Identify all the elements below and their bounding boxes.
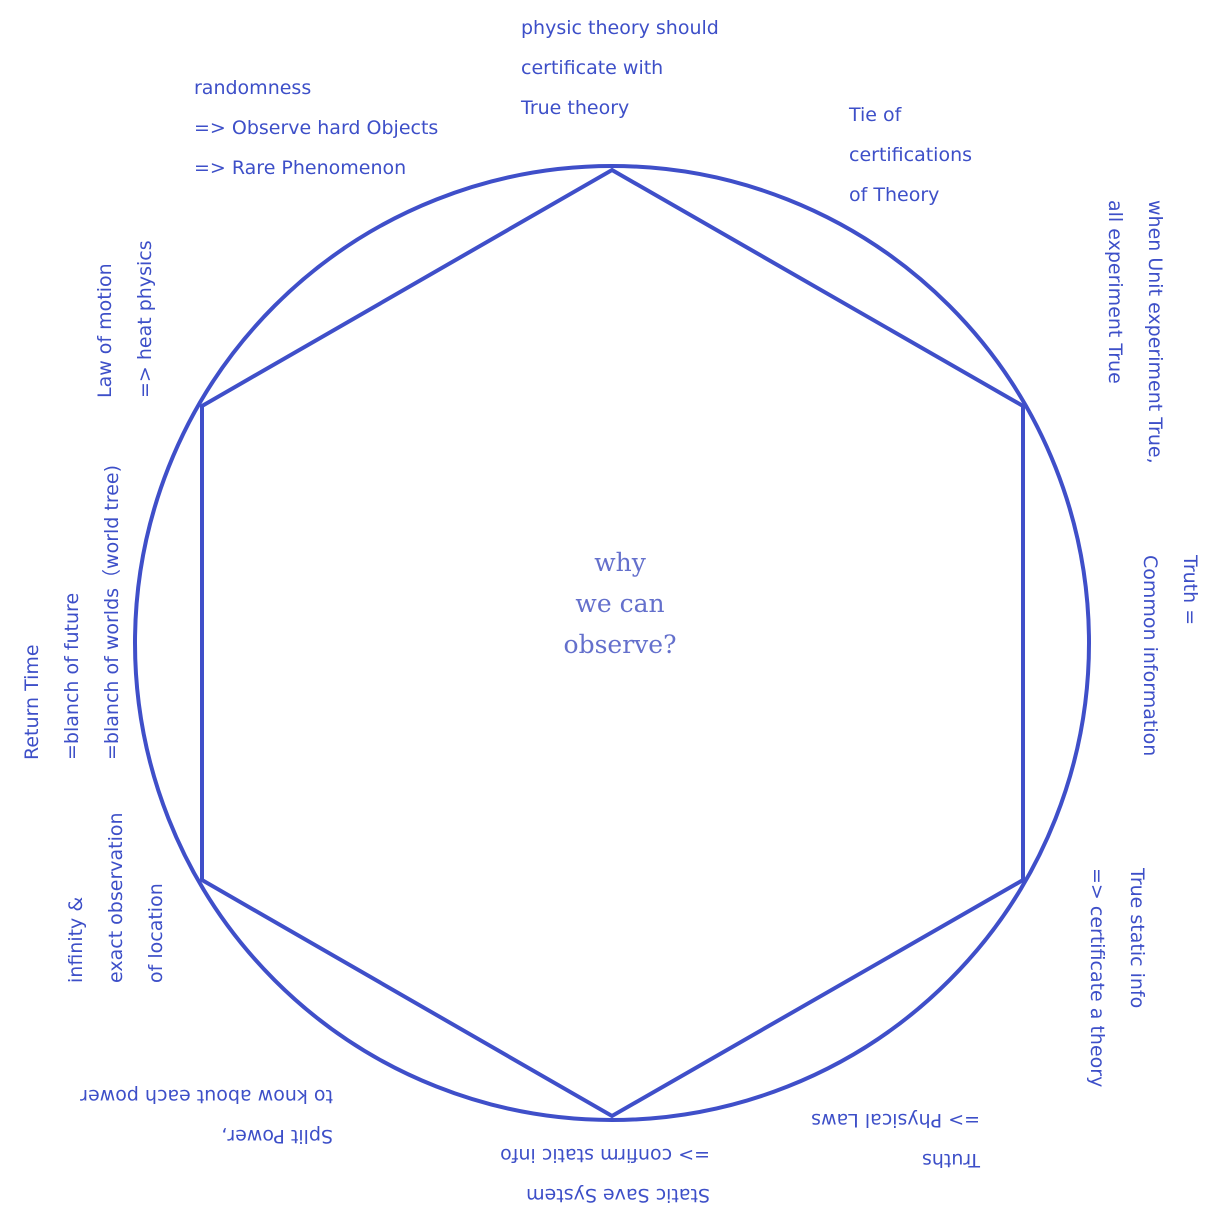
note-left-mid: Return Time =blanch of future =blanch of… xyxy=(12,465,132,760)
note-line: Truths xyxy=(921,1149,980,1171)
note-right-mid: Truth = Common information xyxy=(1130,555,1210,756)
note-right-lower: True static info => certificate a theory xyxy=(1077,868,1157,1087)
note-line: => heat physics xyxy=(134,240,156,398)
note-right-upper: when Unit experiment True, all experimen… xyxy=(1095,200,1175,464)
note-line: => Observe hard Objects xyxy=(194,117,439,139)
note-line: when Unit experiment True, xyxy=(1144,200,1166,464)
note-left-lower: infinity & exact observation of location xyxy=(56,812,176,983)
note-line: True theory xyxy=(521,97,630,119)
note-line: => certificate a theory xyxy=(1086,868,1108,1088)
note-top: physic theory should certificate with Tr… xyxy=(521,8,719,128)
note-line: Static Save System xyxy=(526,1184,710,1206)
note-line: infinity & xyxy=(65,896,87,983)
note-line: =blanch of worlds（world tree) xyxy=(101,464,123,760)
inscribed-hexagon xyxy=(200,167,1025,1119)
note-line: to know about each power xyxy=(80,1085,333,1107)
note-bottom-left: Split Power, to know about each power xyxy=(80,1076,333,1156)
note-line: =blanch of future xyxy=(61,592,83,760)
note-top-left: randomness => Observe hard Objects => Ra… xyxy=(194,68,438,188)
center-line: observe? xyxy=(563,630,677,659)
note-line: randomness xyxy=(194,77,312,99)
outer-circle xyxy=(133,164,1091,1122)
note-line: physic theory should xyxy=(521,17,719,39)
note-top-right: Tie of certifications of Theory xyxy=(849,95,972,215)
note-line: Common information xyxy=(1139,555,1161,757)
note-line: Return Time xyxy=(21,644,43,760)
note-line: exact observation xyxy=(105,812,127,983)
note-line: of Theory xyxy=(849,184,940,206)
note-line: => confirm static info xyxy=(500,1144,710,1166)
note-line: Tie of xyxy=(849,104,902,126)
note-line: all experiment True xyxy=(1104,200,1126,384)
note-left-upper: Law of motion => heat physics xyxy=(85,240,165,398)
note-bottom-right: Truths => Physical Laws xyxy=(811,1100,980,1180)
note-line: certifications xyxy=(849,144,973,166)
note-line: Law of motion xyxy=(94,263,116,398)
note-line: => Physical Laws xyxy=(811,1109,980,1131)
note-line: True static info xyxy=(1126,868,1148,1009)
note-line: Truth = xyxy=(1179,555,1201,626)
note-line: => Rare Phenomenon xyxy=(194,157,407,179)
center-line: we can xyxy=(575,589,665,618)
center-line: why xyxy=(594,548,646,577)
note-line: certificate with xyxy=(521,57,664,79)
note-line: of location xyxy=(145,883,167,983)
center-question: why we can observe? xyxy=(520,542,720,665)
note-line: Split Power, xyxy=(221,1125,333,1147)
note-bottom: Static Save System => confirm static inf… xyxy=(500,1135,710,1215)
